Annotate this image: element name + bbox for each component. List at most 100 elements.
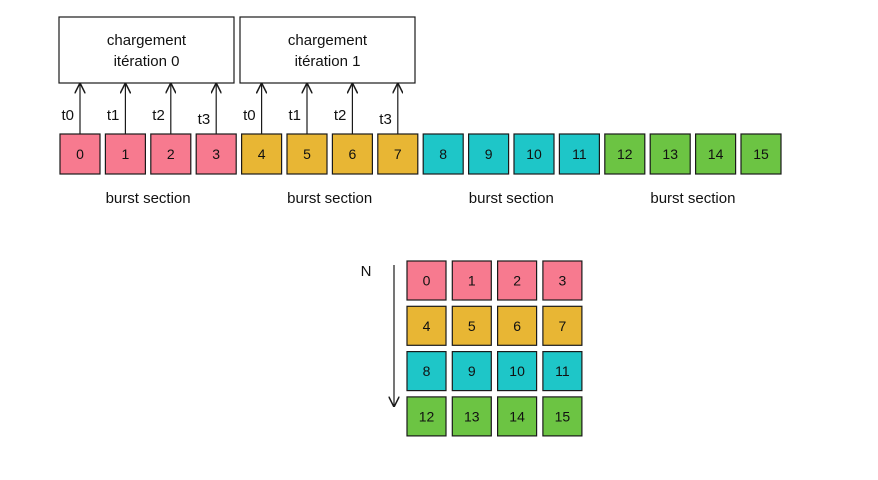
matrix-cell-rect	[406, 396, 447, 437]
thread-label-6: t2	[334, 107, 347, 124]
matrix-cell-2: 2	[497, 260, 538, 301]
linear-cell-rect	[422, 133, 464, 175]
linear-cell-13: 13	[649, 133, 691, 175]
matrix-cell-rect	[406, 260, 447, 301]
linear-cell-label: 14	[708, 146, 724, 162]
linear-cell-3: 3	[195, 133, 237, 175]
matrix-cell-label: 5	[468, 318, 476, 334]
matrix-axis-label: N	[361, 263, 372, 280]
matrix-cell-13: 13	[451, 396, 492, 437]
thread-label-5: t1	[288, 107, 301, 124]
linear-cell-14: 14	[694, 133, 737, 175]
matrix-cell-label: 10	[509, 363, 525, 379]
linear-cell-label: 12	[617, 146, 633, 162]
matrix-cell-12: 12	[406, 396, 447, 437]
thread-label-2: t2	[152, 107, 165, 124]
linear-cell-7: 7	[377, 133, 419, 175]
thread-label-4: t0	[243, 107, 256, 124]
thread-label-0: t0	[61, 107, 74, 124]
matrix-cell-label: 14	[509, 408, 525, 424]
matrix-cell-11: 11	[542, 351, 583, 392]
linear-cell-label: 1	[122, 146, 130, 162]
matrix-cell-14: 14	[497, 396, 538, 437]
linear-cell-label: 4	[258, 146, 266, 162]
matrix-cell-8: 8	[406, 351, 447, 392]
matrix-cell-label: 3	[559, 273, 567, 289]
linear-cell-11: 11	[558, 133, 601, 175]
iteration-box-1-line1: chargement	[288, 32, 368, 49]
matrix-cell-rect	[542, 351, 583, 392]
linear-cell-rect	[331, 133, 373, 175]
linear-cell-rect	[468, 133, 510, 175]
burst-section-label-1: burst section	[287, 190, 372, 207]
linear-cell-label: 8	[439, 146, 447, 162]
burst-section-label-0: burst section	[106, 190, 191, 207]
matrix-cell-1: 1	[451, 260, 492, 301]
linear-cell-label: 3	[212, 146, 220, 162]
matrix-cell-rect	[406, 305, 447, 346]
linear-cell-label: 7	[394, 146, 402, 162]
linear-cell-rect	[195, 133, 237, 175]
linear-cell-rect	[377, 133, 419, 175]
load-arrows	[80, 84, 398, 134]
matrix-cell-6: 6	[497, 305, 538, 346]
linear-cell-4: 4	[241, 133, 283, 175]
matrix-cell-5: 5	[451, 305, 492, 346]
linear-cell-rect	[150, 133, 192, 175]
linear-cell-9: 9	[468, 133, 510, 175]
iteration-box-1-line2: itération 1	[295, 53, 361, 70]
matrix-cell-10: 10	[497, 351, 538, 392]
matrix-cell-label: 6	[513, 318, 521, 334]
thread-label-1: t1	[107, 107, 120, 124]
linear-cell-rect	[740, 133, 782, 175]
matrix-cell-rect	[451, 305, 492, 346]
thread-labels: t0 t1 t2 t3 t0 t1 t2 t3	[61, 107, 391, 128]
linear-cell-1: 1	[104, 133, 147, 175]
linear-cell-0: 0	[59, 133, 101, 175]
matrix-cell-label: 12	[419, 408, 435, 424]
linear-cell-rect	[694, 133, 737, 175]
linear-cell-label: 2	[167, 146, 175, 162]
matrix-cell-label: 4	[423, 318, 431, 334]
linear-cell-rect	[649, 133, 691, 175]
linear-cell-label: 10	[526, 146, 542, 162]
matrix-cell-rect	[497, 260, 538, 301]
linear-cell-label: 9	[485, 146, 493, 162]
matrix-cell-label: 15	[555, 408, 571, 424]
thread-label-3: t3	[198, 111, 211, 128]
linear-cell-10: 10	[513, 133, 555, 175]
matrix-cell-rect	[542, 305, 583, 346]
burst-section-label-3: burst section	[650, 190, 735, 207]
matrix-cell-label: 7	[559, 318, 567, 334]
matrix-cell-rect	[497, 305, 538, 346]
iteration-box-0-line2: itération 0	[114, 53, 180, 70]
linear-cell-12: 12	[604, 133, 646, 175]
matrix-cell-label: 9	[468, 363, 476, 379]
matrix-cell-rect	[451, 351, 492, 392]
linear-cell-2: 2	[150, 133, 192, 175]
matrix-cell-label: 1	[468, 273, 476, 289]
linear-cell-rect	[241, 133, 283, 175]
matrix-cell-rect	[451, 260, 492, 301]
matrix-cell-label: 0	[423, 273, 431, 289]
linear-cell-rect	[604, 133, 646, 175]
thread-label-7: t3	[379, 111, 392, 128]
linear-cell-rect	[558, 133, 601, 175]
matrix-cell-label: 8	[423, 363, 431, 379]
matrix-cell-label: 13	[464, 408, 480, 424]
matrix-cell-9: 9	[451, 351, 492, 392]
matrix-cell-15: 15	[542, 396, 583, 437]
linear-cell-8: 8	[422, 133, 464, 175]
matrix-cell-rect	[542, 260, 583, 301]
linear-cell-5: 5	[286, 133, 328, 175]
linear-cell-15: 15	[740, 133, 782, 175]
iteration-box-0: chargement itération 0	[58, 16, 235, 84]
linear-cell-label: 15	[753, 146, 769, 162]
matrix-cell-label: 11	[555, 363, 570, 379]
linear-cell-label: 13	[662, 146, 678, 162]
matrix-cell-0: 0	[406, 260, 447, 301]
